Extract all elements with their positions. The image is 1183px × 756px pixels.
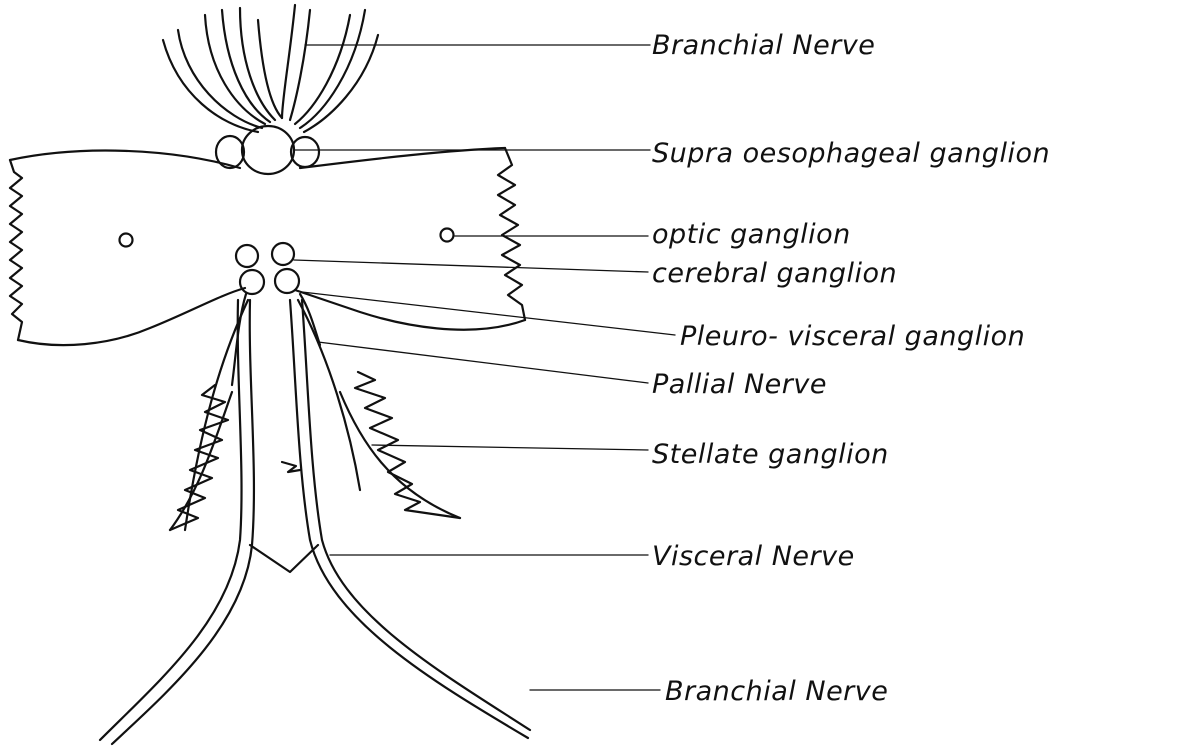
label-optic-ganglion: optic ganglion (652, 219, 851, 250)
visceral-nerves (100, 300, 530, 744)
label-visceral-nerve: Visceral Nerve (652, 541, 855, 572)
branchial-nerve-fan (163, 5, 378, 132)
central-body (232, 294, 320, 572)
optic-lobes (10, 148, 525, 345)
cerebral-ganglion (236, 243, 299, 294)
label-supra-oesophageal-ganglion: Supra oesophageal ganglion (652, 138, 1050, 169)
leader-cerebral (294, 260, 648, 272)
label-stellate-ganglion: Stellate ganglion (652, 439, 889, 470)
label-branchial-nerve-bottom: Branchial Nerve (665, 676, 888, 707)
label-pallial-nerve: Pallial Nerve (652, 369, 827, 400)
label-cerebral-ganglion: cerebral ganglion (652, 258, 897, 289)
labels: Branchial Nerve Supra oesophageal gangli… (652, 30, 1050, 707)
leader-stellate (372, 445, 648, 450)
label-branchial-nerve-top: Branchial Nerve (652, 30, 875, 61)
stellate-ganglion-left (170, 385, 232, 530)
label-pleuro-visceral-ganglion: Pleuro- visceral ganglion (680, 321, 1025, 352)
